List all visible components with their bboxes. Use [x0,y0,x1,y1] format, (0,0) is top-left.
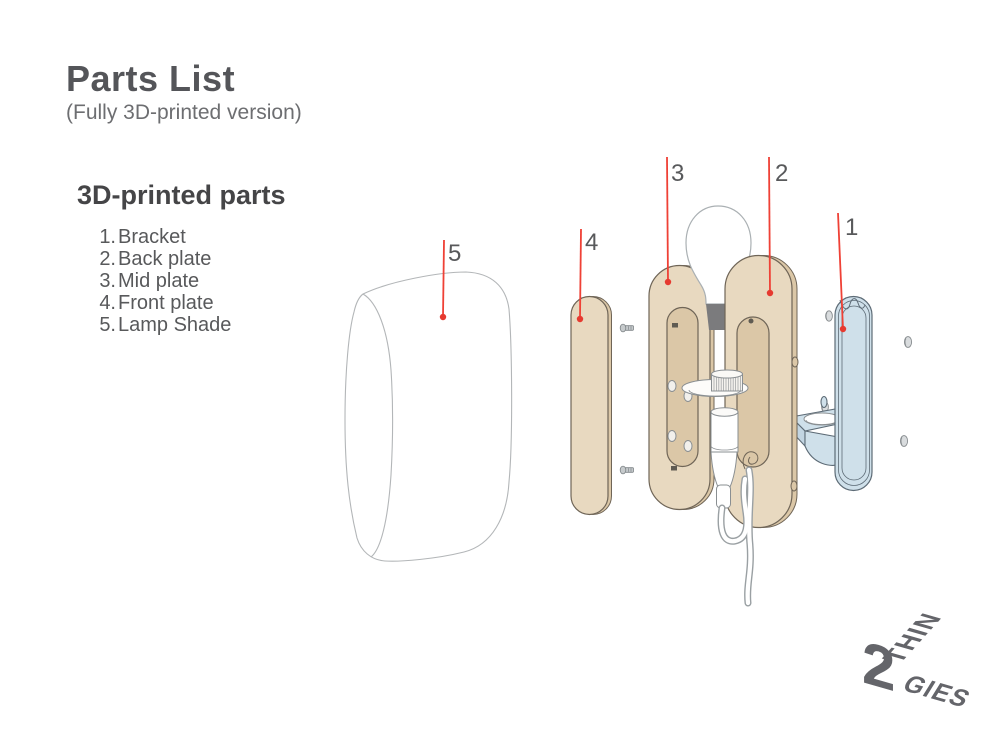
callout-2: 2 [766,156,788,297]
list-item-label: Lamp Shade [118,314,232,336]
logo-digit: 2 [862,628,895,704]
logo-right-word: GIES [898,671,976,713]
callout-5: 5 [439,239,461,321]
list-item-number: 1. [99,226,116,248]
lamp-shade-drawing [344,271,513,562]
back-plate-drawing [724,254,799,529]
thingies-logo: 2 THIN GIES [862,609,976,713]
callout-4: 4 [576,228,598,323]
bracket-drawing [789,295,873,492]
callout-1-number: 1 [845,214,858,241]
callout-1: 1 [837,212,858,333]
page-subtitle: (Fully 3D-printed version) [66,101,302,124]
callout-4-number: 4 [585,229,598,256]
list-item-number: 4. [99,292,116,314]
lamp-holder [710,411,739,453]
power-cord-drawing [717,466,754,607]
list-item: 3. Mid plate [90,270,231,292]
callout-3: 3 [664,156,684,286]
callouts: 1 2 3 4 5 [439,156,858,333]
front-plate-drawing [570,295,612,516]
list-item-label: Bracket [118,226,186,248]
section-heading: 3D-printed parts [77,180,286,210]
cord-grip [716,484,731,509]
callout-3-number: 3 [671,160,684,187]
list-item-number: 5. [99,314,116,336]
page-title: Parts List [66,58,236,99]
screw-icons [619,323,634,475]
callout-2-number: 2 [775,160,788,187]
parts-list: 1. Bracket 2. Back plate 3. Mid plate 4.… [90,226,231,336]
list-item: 4. Front plate [90,292,231,314]
list-item: 1. Bracket [90,226,231,248]
list-item: 5. Lamp Shade [90,314,231,336]
socket-drawing [681,369,749,509]
list-item-label: Mid plate [118,270,200,292]
list-item-label: Back plate [118,248,212,270]
list-item-label: Front plate [118,292,214,314]
list-item: 2. Back plate [90,248,231,270]
list-item-number: 3. [99,270,116,292]
callout-5-number: 5 [448,240,461,267]
list-item-number: 2. [99,248,116,270]
